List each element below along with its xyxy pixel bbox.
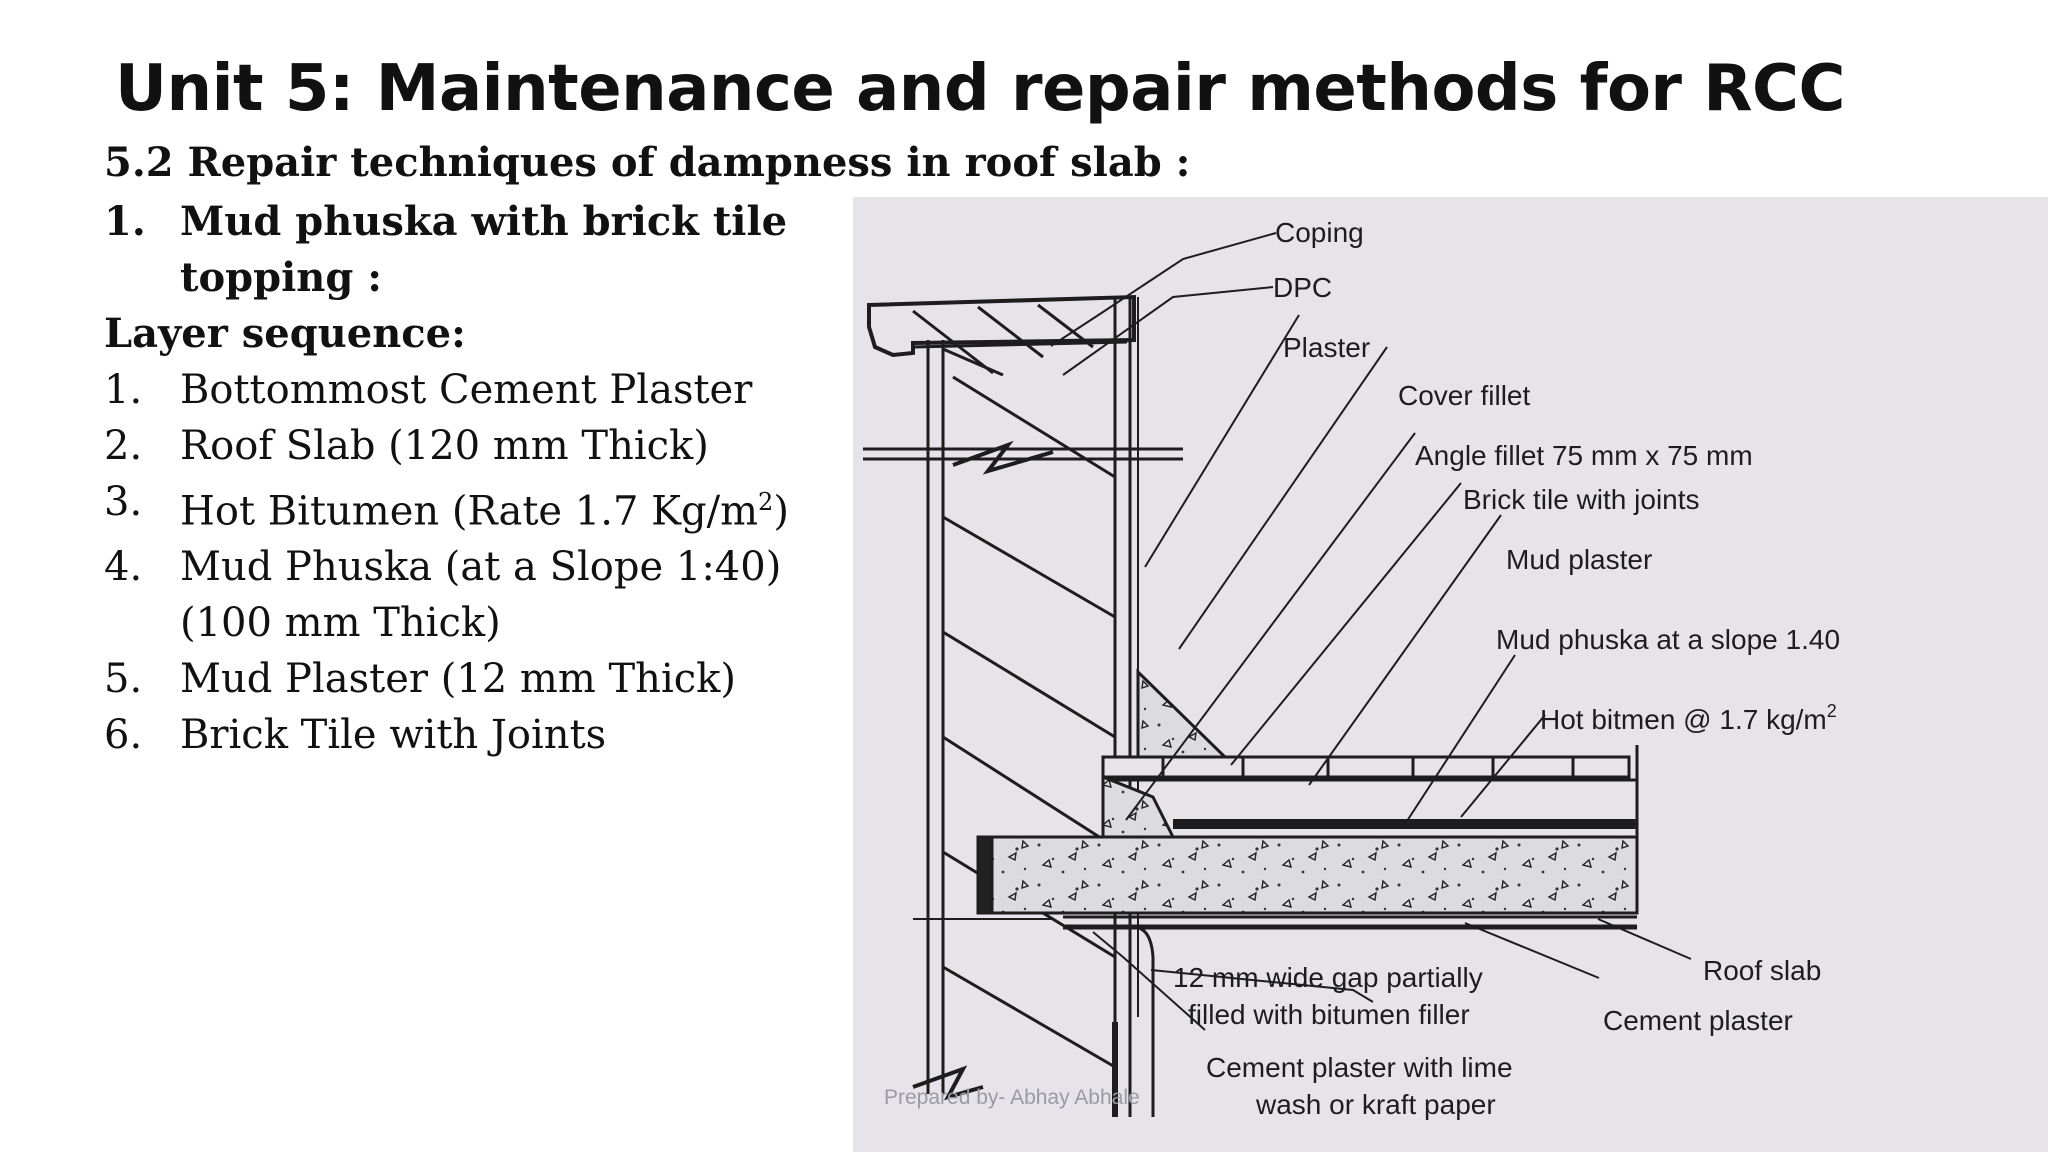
method-number: 1. — [104, 198, 146, 245]
label-angle-fillet: Angle fillet 75 mm x 75 mm — [1415, 440, 1753, 471]
list-item: 3. Hot Bitumen (Rate 1.7 Kg/m2) — [104, 474, 1190, 539]
list-text: Bottommost Cement Plaster — [180, 367, 753, 413]
footer-credit: Prepared by- Abhay Abhale — [884, 1086, 1140, 1109]
method-list: 1. Mud phuska with brick tile topping : — [104, 194, 1190, 306]
list-text: Mud Plaster (12 mm Thick) — [180, 656, 736, 703]
label-gap-line1: 12 mm wide gap partially — [1173, 962, 1483, 993]
label-cement-lime-line1: Cement plaster with lime — [1206, 1052, 1513, 1083]
list-item: 6. Brick Tile with Joints — [104, 707, 1190, 763]
diagram-drawing: Coping DPC Plaster Cover fillet Angle fi… — [863, 217, 1840, 1120]
label-cement-plaster: Cement plaster — [1603, 1005, 1793, 1036]
list-number: 1. — [104, 367, 143, 413]
label-roof-slab: Roof slab — [1703, 955, 1821, 986]
label-coping: Coping — [1275, 217, 1364, 248]
label-mud-phuska: Mud phuska at a slope 1.40 — [1496, 624, 1840, 655]
label-dpc: DPC — [1273, 272, 1332, 303]
slide-title: Unit 5: Maintenance and repair methods f… — [115, 52, 1845, 126]
list-item: 2. Roof Slab (120 mm Thick) — [104, 418, 1190, 474]
list-text: Hot Bitumen (Rate 1.7 Kg/m2) — [180, 474, 840, 539]
label-cover-fillet: Cover fillet — [1398, 380, 1530, 411]
label-hot-bitumen: Hot bitmen @ 1.7 kg/m2 — [1540, 701, 1837, 735]
list-item: 5. Mud Plaster (12 mm Thick) — [104, 651, 1190, 707]
list-number: 4. — [104, 544, 143, 591]
label-plaster: Plaster — [1283, 332, 1370, 363]
text-content: 5.2 Repair techniques of dampness in roo… — [104, 132, 1190, 763]
list-text: Mud Phuska (at a Slope 1:40) (100 mm Thi… — [180, 539, 840, 651]
list-text: Roof Slab (120 mm Thick) — [180, 423, 709, 469]
method-item: 1. Mud phuska with brick tile topping : — [104, 194, 1190, 306]
method-text-line2: topping : — [180, 254, 383, 301]
list-number: 2. — [104, 423, 143, 469]
superscript: 2 — [758, 488, 774, 516]
list-text: Brick Tile with Joints — [180, 712, 607, 759]
list-item: 4. Mud Phuska (at a Slope 1:40) (100 mm … — [104, 539, 1190, 651]
label-cement-lime-line2: wash or kraft paper — [1255, 1089, 1496, 1120]
method-text-line1: Mud phuska with brick tile — [180, 198, 788, 245]
list-text-end: ) — [773, 488, 789, 535]
list-number: 5. — [104, 656, 143, 703]
list-number: 6. — [104, 712, 143, 759]
label-brick-tile: Brick tile with joints — [1463, 484, 1700, 515]
layer-list: 1. Bottommost Cement Plaster 2. Roof Sla… — [104, 362, 1190, 763]
list-item: 1. Bottommost Cement Plaster — [104, 362, 1190, 418]
label-gap-line2: filled with bitumen filler — [1188, 999, 1470, 1030]
layer-heading: Layer sequence: — [104, 310, 466, 357]
section-heading: 5.2 Repair techniques of dampness in roo… — [104, 139, 1191, 186]
label-mud-plaster: Mud plaster — [1506, 544, 1652, 575]
list-number: 3. — [104, 479, 143, 525]
list-text-main: Hot Bitumen (Rate 1.7 Kg/m — [180, 488, 759, 535]
roof-section-diagram: Coping DPC Plaster Cover fillet Angle fi… — [853, 197, 2048, 1152]
list-text-line2: (100 mm Thick) — [180, 600, 501, 647]
list-text-line1: Mud Phuska (at a Slope 1:40) — [180, 544, 782, 591]
